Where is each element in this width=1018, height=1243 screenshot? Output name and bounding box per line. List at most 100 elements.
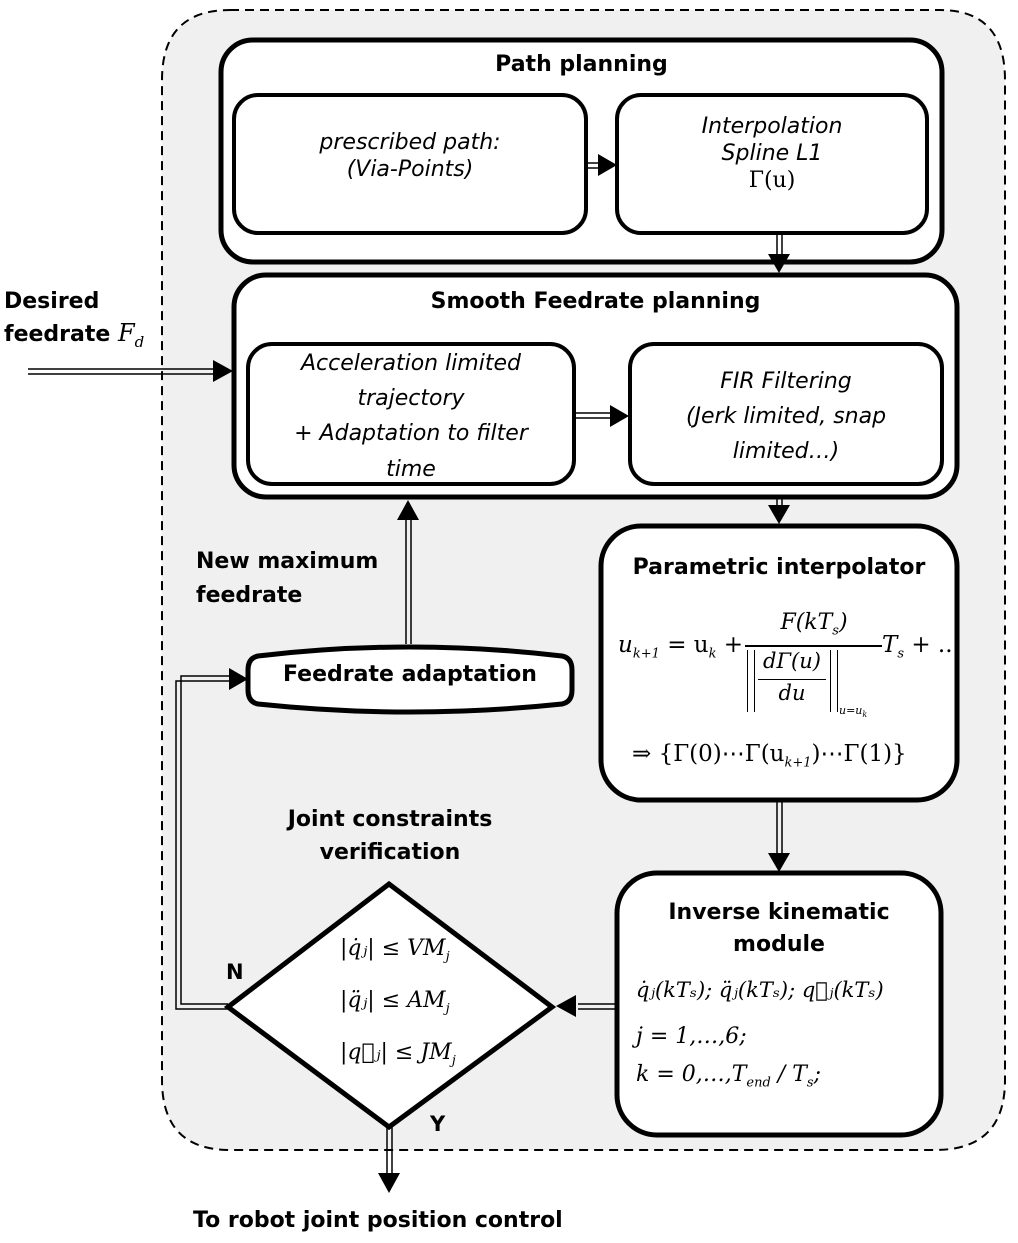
arrowhead xyxy=(768,254,790,273)
eq-u: u xyxy=(618,632,633,658)
arrowhead xyxy=(556,995,576,1017)
constraint-lhs: |q⃛ⱼ| xyxy=(340,1040,388,1065)
constraint-rhs: VM xyxy=(407,936,446,961)
prescribed-path-label: prescribed path: (Via-Points) xyxy=(234,130,586,184)
prescribed-path-line: prescribed path: xyxy=(319,130,501,155)
constraint-velocity: |q̇ⱼ| ≤ VMj xyxy=(340,936,450,964)
output-label: To robot joint position control xyxy=(193,1208,563,1233)
yes-branch-label: Y xyxy=(430,1112,446,1136)
desired-feedrate-label: Desired feedrate Fd xyxy=(4,287,144,352)
fraction-bar xyxy=(745,645,882,647)
accel-line: time xyxy=(386,456,436,482)
eval-at-text: u=u xyxy=(839,704,863,717)
eq-equals: = u xyxy=(667,632,709,658)
fir-line: (Jerk limited, snap xyxy=(685,404,887,430)
constraint-jerk: |q⃛ⱼ| ≤ JMj xyxy=(340,1040,456,1068)
joint-constraints-diamond[interactable] xyxy=(223,880,557,1131)
path-planning-title: Path planning xyxy=(495,52,668,77)
prescribed-path-block[interactable] xyxy=(232,93,588,235)
accel-line: trajectory xyxy=(357,386,465,412)
feedrate-adaptation-block[interactable] xyxy=(245,644,575,715)
arrowhead xyxy=(213,360,233,382)
parametric-interpolator-block[interactable] xyxy=(598,523,960,803)
fd-symbol-main: F xyxy=(117,318,135,347)
arrowhead xyxy=(768,505,790,524)
gamma-u-formula: Γ(u) xyxy=(748,167,796,193)
ts-main: T xyxy=(882,632,898,658)
constraint-acceleration: |q̈ⱼ| ≤ AMj xyxy=(340,988,450,1016)
feedrate-adaptation-label: Feedrate adaptation xyxy=(283,662,537,687)
derivative-bar xyxy=(758,679,826,681)
eq-sub: k xyxy=(708,646,717,662)
interpolation-line: Interpolation xyxy=(701,114,843,139)
new-max-line: New maximum xyxy=(196,549,379,574)
eval-at: u=uk xyxy=(839,704,867,719)
fd-symbol-sub: d xyxy=(134,332,145,351)
interpolation-label: Interpolation Spline L1 Γ(u) xyxy=(617,114,927,194)
accel-line: + Adaptation to filter xyxy=(294,421,528,447)
interpolation-block[interactable] xyxy=(615,93,929,235)
accel-line: Acceleration limited xyxy=(301,351,521,376)
interpolation-line: Spline L1 xyxy=(721,140,823,166)
eq-sub: j xyxy=(445,1001,450,1017)
parametric-numerator: F(kTs) xyxy=(748,610,880,638)
norm-bar-left xyxy=(747,650,755,712)
ik-k-range: k = 0,…,Tend / Ts; xyxy=(636,1062,821,1090)
ik-j-range: j = 1,…,6; xyxy=(636,1024,747,1049)
parametric-title: Parametric interpolator xyxy=(632,555,926,580)
fir-line: limited…) xyxy=(732,439,840,465)
fir-filtering-block[interactable] xyxy=(628,342,944,486)
constraint-lhs: |q̇ⱼ| xyxy=(340,936,375,961)
eq-sub: k+1 xyxy=(632,646,660,662)
parametric-result: ⇒ {Γ(0)⋯Γ(uk+1)⋯Γ(1)} xyxy=(632,741,907,771)
new-max-line: feedrate xyxy=(196,583,303,609)
constraint-rel: ≤ xyxy=(381,936,401,961)
numerator-close: ) xyxy=(838,610,848,635)
prescribed-path-line: (Via-Points) xyxy=(346,156,474,182)
new-max-feedrate-label: New maximum feedrate xyxy=(196,545,378,613)
eq-sub: k+1 xyxy=(784,755,812,771)
joint-constraints-title: Joint constraints verification xyxy=(240,803,540,869)
constraint-lhs: |q̈ⱼ| xyxy=(340,988,375,1013)
constraint-rhs: JM xyxy=(420,1040,452,1065)
eq-sub: s xyxy=(832,623,839,639)
arrowhead xyxy=(598,154,617,176)
eq-sub: k xyxy=(862,710,868,720)
numerator-text: F(kT xyxy=(780,610,833,635)
arrowhead xyxy=(768,853,790,872)
constraint-rel: ≤ xyxy=(381,988,401,1013)
parametric-equation-tail: Ts + .. xyxy=(882,632,953,662)
desired-feedrate-line: feedrate xyxy=(4,321,111,347)
arrowhead xyxy=(397,500,419,520)
eq-sub: j xyxy=(451,1053,456,1069)
eq-plus: + xyxy=(723,632,744,658)
desired-feedrate-line: Desired xyxy=(4,289,100,314)
joint-title-line: Joint constraints xyxy=(287,807,493,832)
norm-bar-right xyxy=(830,650,838,712)
constraint-rhs: AM xyxy=(407,988,446,1013)
no-branch-label: N xyxy=(226,960,244,984)
eq-sub: s xyxy=(897,646,905,662)
ik-title-line: module xyxy=(733,931,825,957)
smooth-feedrate-title: Smooth Feedrate planning xyxy=(430,289,761,314)
inverse-kinematic-title: Inverse kinematic module xyxy=(617,897,941,961)
eq-sub: s xyxy=(806,1075,814,1091)
k-range-text: k = 0,…,T xyxy=(636,1062,747,1087)
parametric-equation-lhs: uk+1 = uk + xyxy=(618,632,743,662)
joint-title-line: verification xyxy=(319,840,461,865)
k-range-text: ; xyxy=(813,1062,821,1087)
fir-line: FIR Filtering xyxy=(720,369,852,394)
fir-filtering-label: FIR Filtering (Jerk limited, snap limite… xyxy=(630,364,942,470)
arrowhead xyxy=(610,405,629,427)
fd-symbol: Fd xyxy=(117,318,145,351)
ik-title-line: Inverse kinematic xyxy=(668,900,890,925)
acceleration-limited-block[interactable] xyxy=(246,342,576,486)
eq-sub: end xyxy=(746,1075,771,1091)
acceleration-limited-label: Acceleration limited trajectory + Adapta… xyxy=(248,346,574,487)
result-end: )⋯Γ(1)} xyxy=(811,741,907,767)
derivative-top: dΓ(u) xyxy=(763,649,821,673)
arrows xyxy=(28,162,783,1175)
k-range-text: / T xyxy=(770,1062,807,1087)
derivative-bottom: du xyxy=(778,681,806,705)
